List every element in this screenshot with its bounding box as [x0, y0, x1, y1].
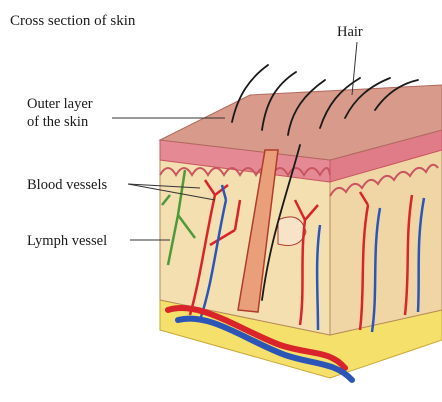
label-blood-vessels: Blood vessels	[27, 177, 107, 194]
diagram-title: Cross section of skin	[10, 13, 135, 30]
label-hair: Hair	[337, 24, 363, 41]
leader-line-hair	[352, 42, 357, 95]
label-outer-layer-line2: of the skin	[27, 114, 88, 131]
label-outer-layer-line1: Outer layer	[27, 96, 93, 113]
label-lymph-vessel: Lymph vessel	[27, 233, 107, 250]
